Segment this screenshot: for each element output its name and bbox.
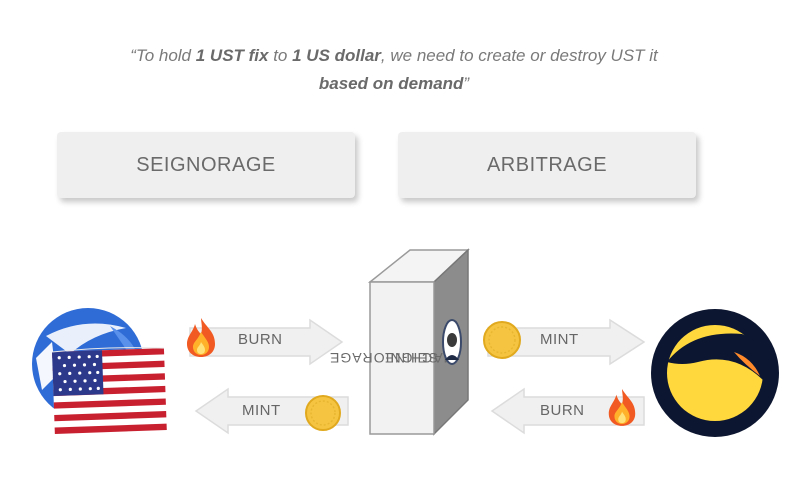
arbitrage-label: ARBITRAGE [486,153,608,176]
arbitrage-box: ARBITRAGE [398,132,696,198]
seignorage-box: SEIGNORAGE [57,132,355,198]
ust-coin-with-us-flag-icon [32,308,167,434]
burn-arrow-left-top [189,318,344,366]
quote-text: “To hold 1 UST fix to 1 US dollar, we ne… [130,46,658,93]
fire-icon [608,389,636,426]
gold-coin-icon [305,395,341,431]
mint-label-right: MINT [540,331,579,348]
burn-label-left: BURN [238,331,283,348]
mint-label-left: MINT [242,402,281,419]
burn-label-right: BURN [540,402,585,419]
luna-moon-logo-icon [651,309,779,437]
gold-coin-icon [483,321,521,359]
fire-icon [187,318,215,357]
seignorage-label: SEIGNORAGE [136,153,276,176]
founder-portrait-icon [442,319,462,365]
